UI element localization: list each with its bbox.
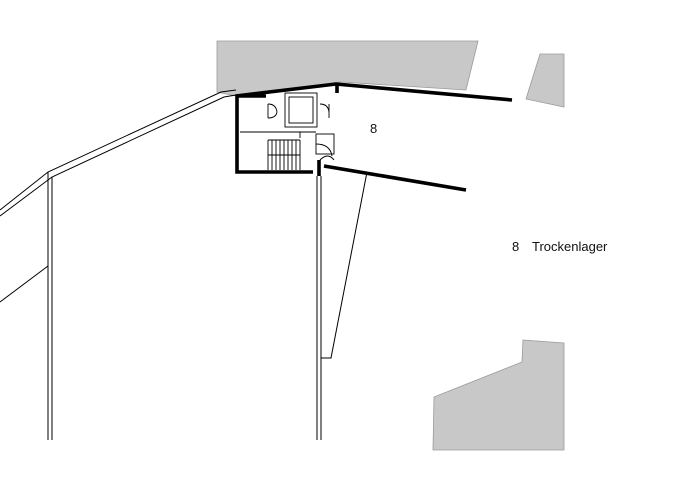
neighbor-building-top-right [525,53,565,108]
neighbor-building-bottom-right [432,339,565,451]
legend-item: 8 Trockenlager [512,239,607,254]
legend-room-name: Trockenlager [532,239,608,254]
neighbor-building-top [216,40,479,97]
stair-core [240,92,335,170]
plot-boundary [0,89,237,440]
neighbor-buildings [216,40,565,451]
legend-number: 8 [512,239,520,254]
room-label-8: 8 [370,121,378,136]
thick-walls [235,82,513,192]
corridor-wall [316,171,368,440]
